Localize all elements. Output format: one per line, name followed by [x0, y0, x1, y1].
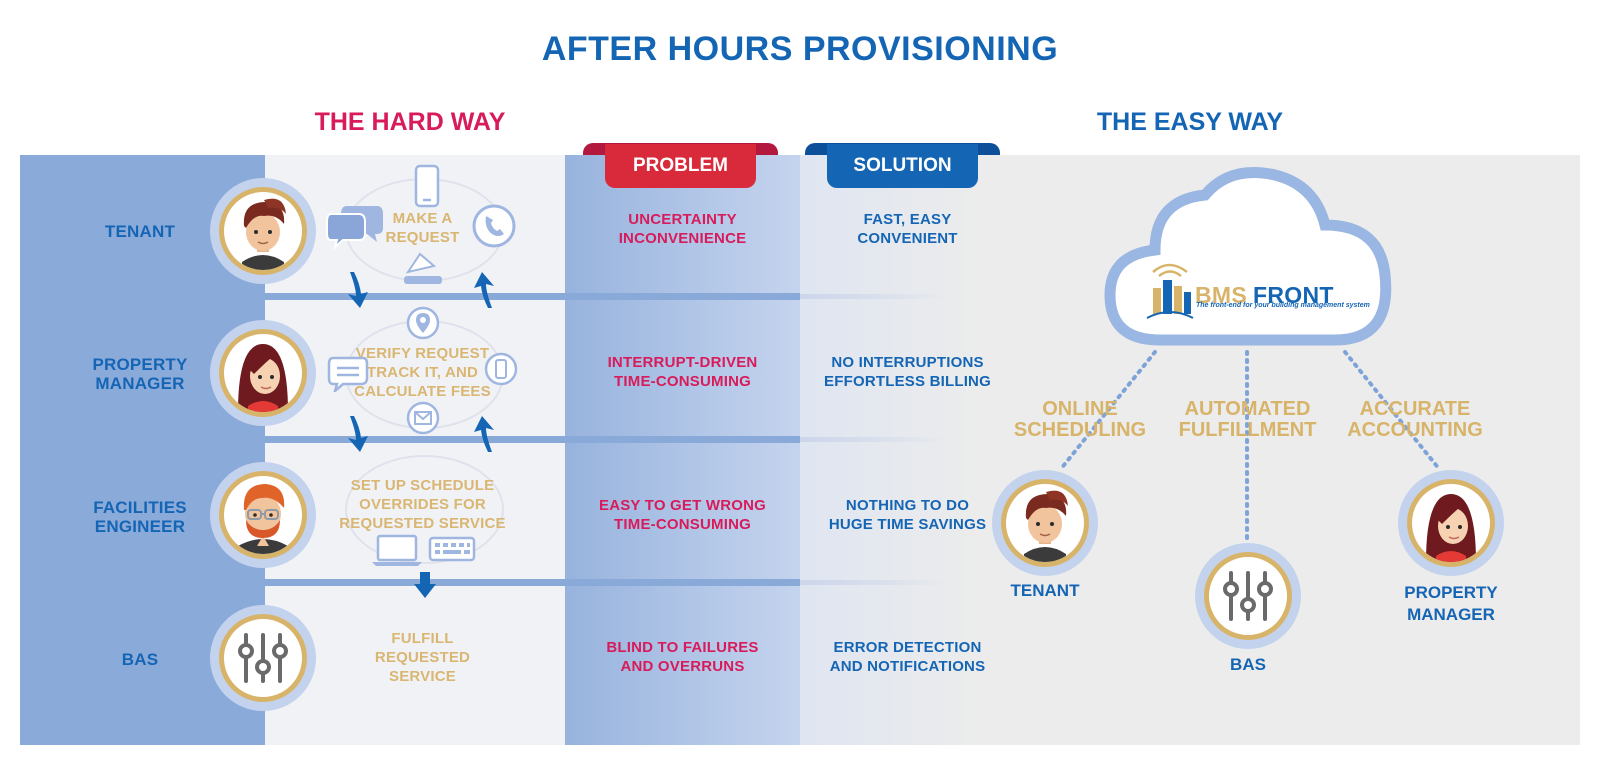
role-label-tenant: TENANT [104, 222, 176, 241]
solution-text-tenant: FAST, EASY CONVENIENT [857, 211, 958, 247]
problem-text-bas: BLIND TO FAILURES AND OVERRUNS [606, 639, 759, 675]
location-pin-icon [406, 306, 440, 340]
chat-bubbles-icon [326, 206, 383, 250]
hard-way-title: THE HARD WAY [314, 108, 506, 136]
easy-tenant-avatar [992, 470, 1098, 576]
tenant-face-icon [1024, 490, 1068, 562]
message-icon [327, 356, 369, 392]
solution-text-bas: ERROR DETECTION AND NOTIFICATIONS [829, 639, 986, 675]
page-title: AFTER HOURS PROVISIONING [541, 30, 1059, 68]
feature-accurate-accounting: ACCURATE ACCOUNTING [1347, 398, 1483, 441]
easy-property-manager-avatar [1398, 470, 1504, 576]
property-manager-face-icon [238, 344, 288, 412]
row-divider [800, 580, 950, 585]
solution-text-facilities-engineer: NOTHING TO DO HUGE TIME SAVINGS [828, 497, 987, 533]
problem-text-tenant: UNCERTAINTY INCONVENIENCE [618, 211, 747, 247]
laptop-icon [372, 534, 422, 566]
fax-icon [404, 252, 442, 284]
role-label-facilities-engineer: FACILITIES ENGINEER [93, 498, 187, 536]
problem-text-facilities-engineer: EASY TO GET WRONG TIME-CONSUMING [598, 497, 767, 533]
logo-bms: BMS [1195, 282, 1248, 308]
connector-lines [1058, 350, 1442, 542]
row-divider [265, 579, 800, 586]
phone-icon [414, 164, 440, 208]
tenant-face-icon [242, 198, 286, 270]
email-icon [406, 401, 440, 435]
mobile-icon [484, 352, 518, 386]
logo-tagline: The front-end for your building manageme… [1196, 302, 1370, 309]
easy-role-tenant: TENANT [1010, 581, 1080, 600]
sliders-icon [238, 633, 288, 683]
row-divider [265, 436, 800, 443]
bas-avatar [210, 605, 316, 711]
row-divider [800, 437, 950, 442]
feature-online-scheduling: ONLINE SCHEDULING [1013, 398, 1147, 441]
easy-role-property-manager: PROPERTY MANAGER [1404, 583, 1498, 624]
step-text-property-manager: VERIFY REQUEST TRACK IT, AND CALCULATE F… [354, 345, 491, 400]
problem-panel [565, 155, 800, 745]
row-divider [265, 293, 800, 300]
logo-front: FRONT [1253, 282, 1334, 308]
step-text-bas: FULFILL REQUESTED SERVICE [374, 630, 471, 685]
role-label-bas: BAS [121, 650, 159, 669]
facilities-engineer-avatar [210, 462, 316, 568]
problem-text-property-manager: INTERRUPT-DRIVEN TIME-CONSUMING [607, 354, 758, 390]
property-manager-avatar [210, 320, 316, 426]
sliders-icon [1223, 571, 1273, 621]
property-manager-face-icon [1426, 494, 1476, 562]
up-arrow-icon [474, 272, 494, 308]
feature-automated-fulfillment: AUTOMATED FULFILLMENT [1178, 398, 1317, 441]
schedule-ellipse [345, 455, 504, 564]
easy-way-title: THE EASY WAY [1096, 108, 1284, 136]
down-arrow-icon [348, 416, 368, 452]
easy-role-bas: BAS [1230, 655, 1266, 674]
row-divider [800, 294, 950, 299]
building-logo-icon [1146, 263, 1194, 319]
down-arrow-icon [414, 572, 436, 598]
tenant-avatar [210, 178, 316, 284]
easy-bas-avatar [1195, 543, 1301, 649]
solution-ribbon: SOLUTION [827, 144, 978, 188]
keyboard-icon [428, 536, 476, 562]
down-arrow-icon [348, 272, 368, 308]
solution-text-property-manager: NO INTERRUPTIONS EFFORTLESS BILLING [824, 354, 991, 390]
problem-ribbon: PROBLEM [605, 144, 756, 188]
step-text-facilities-engineer: SET UP SCHEDULE OVERRIDES FOR REQUESTED … [339, 477, 506, 532]
step-text-tenant: MAKE A REQUEST [385, 210, 460, 246]
phone-call-icon [472, 204, 516, 248]
role-label-property-manager: PROPERTY MANAGER [92, 355, 188, 393]
facilities-engineer-face-icon [238, 484, 288, 554]
up-arrow-icon [474, 416, 494, 452]
